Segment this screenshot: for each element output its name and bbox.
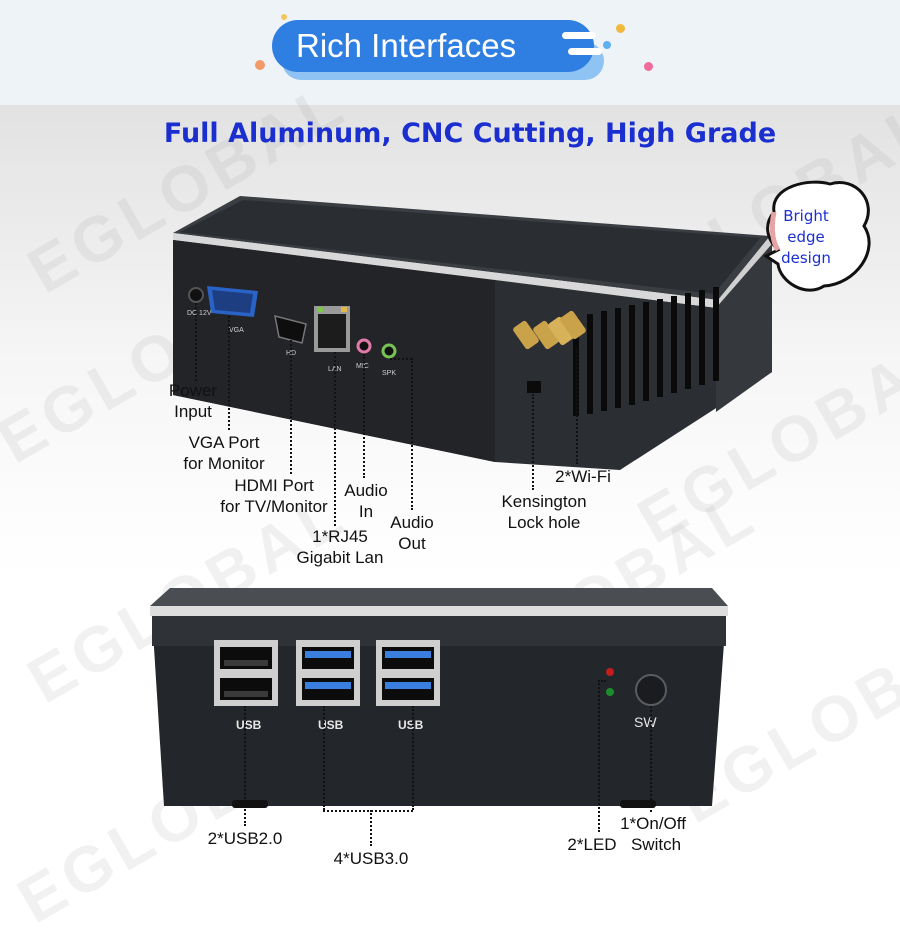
title-decor-dash — [562, 32, 596, 39]
label-switch: 1*On/Off Switch — [614, 813, 692, 855]
leader-led — [598, 680, 600, 832]
label-line: Power — [168, 381, 218, 400]
title-decor-dash — [568, 48, 602, 55]
front-bright-edge — [150, 606, 728, 616]
label-usb3: 4*USB3.0 — [333, 849, 409, 868]
label-audio-in: Audio In — [340, 480, 392, 522]
vga-mark: VGA — [229, 327, 244, 334]
leader-led-h — [598, 680, 606, 682]
kensington-slot — [527, 381, 541, 393]
label-line: Input — [174, 402, 212, 421]
label-led: 2*LED — [567, 835, 617, 854]
label-line: In — [358, 502, 374, 521]
label-line: for TV/Monitor — [220, 497, 328, 516]
leader-wifi — [576, 348, 578, 464]
mic-jack — [356, 338, 372, 354]
label-kensington: Kensington Lock hole — [494, 491, 594, 533]
header-decor-dot — [616, 24, 625, 33]
title-pill — [272, 20, 594, 72]
usb-mark: USB — [236, 718, 262, 732]
wifi-antennas — [513, 310, 586, 350]
label-line: Gigabit Lan — [296, 548, 384, 567]
header-decor-dot — [644, 62, 653, 71]
led-red — [606, 668, 614, 676]
leader-kensington — [532, 394, 534, 490]
callout-line: edge — [787, 228, 825, 246]
device-foot — [620, 800, 656, 808]
callout-line: design — [781, 249, 831, 267]
leader-usb3-b — [412, 706, 414, 810]
header-decor-dot — [281, 14, 287, 20]
usb3-stack-a — [296, 640, 360, 706]
leader-usb3-h — [323, 810, 413, 812]
usb-mark: USB — [398, 718, 424, 732]
power-button — [635, 674, 667, 706]
label-line: VGA Port — [188, 433, 260, 452]
hdmi-port — [274, 314, 307, 344]
callout-text: Bright edge design — [768, 206, 844, 269]
label-rj45: 1*RJ45 Gigabit Lan — [288, 526, 392, 568]
front-face — [152, 616, 726, 806]
leader-usb3-a — [323, 706, 325, 810]
front-lid — [150, 588, 728, 606]
front-view-device — [150, 588, 728, 808]
dc-mark: DC 12V — [187, 310, 212, 317]
label-wifi: 2*Wi-Fi — [555, 467, 611, 486]
label-line: HDMI Port — [234, 476, 314, 495]
label-usb2: 2*USB2.0 — [207, 829, 283, 848]
callout-line: Bright — [783, 207, 829, 225]
label-line: 1*On/Off — [620, 814, 686, 833]
leader-usb3-c — [370, 810, 372, 846]
leader-hdmi — [290, 340, 292, 474]
led-green — [606, 688, 614, 696]
label-vga-port: VGA Port for Monitor — [176, 432, 272, 474]
usb3-stack-b — [376, 640, 440, 706]
header-decor-dot — [255, 60, 265, 70]
bright-edge — [173, 233, 718, 308]
device-foot — [232, 800, 268, 808]
headline: Full Aluminum, CNC Cutting, High Grade — [163, 118, 777, 149]
callout-bubble — [763, 180, 871, 292]
label-line: Out — [398, 534, 426, 553]
usb-mark: USB — [318, 718, 344, 732]
page-title: Rich Interfaces — [296, 27, 517, 64]
leader-audio-out-h — [390, 358, 412, 360]
label-line: Kensington — [501, 492, 587, 511]
header-decor-dot — [603, 41, 611, 49]
leader-usb2 — [244, 706, 246, 826]
spk-jack — [381, 343, 397, 359]
label-power-input: Power Input — [160, 380, 226, 422]
label-line: Lock hole — [507, 513, 581, 532]
back-view-device — [173, 196, 772, 470]
label-hdmi-port: HDMI Port for TV/Monitor — [214, 475, 334, 517]
label-line: Audio — [344, 481, 388, 500]
spk-mark: SPK — [382, 370, 397, 377]
label-audio-out: Audio Out — [386, 512, 438, 554]
label-line: Switch — [630, 835, 682, 854]
mic-mark: MIC — [356, 363, 369, 370]
usb2-stack — [214, 640, 278, 706]
leader-rj45 — [334, 352, 336, 526]
leader-switch — [650, 706, 652, 812]
dc-jack — [188, 287, 204, 303]
leader-audio-out — [411, 358, 413, 510]
sw-mark: SW — [634, 714, 657, 730]
leader-vga — [228, 316, 230, 430]
leader-audio-in — [363, 354, 365, 478]
label-line: 1*RJ45 — [312, 527, 368, 546]
label-line: Audio — [390, 513, 434, 532]
leader-power — [195, 303, 197, 381]
label-line: for Monitor — [183, 454, 265, 473]
